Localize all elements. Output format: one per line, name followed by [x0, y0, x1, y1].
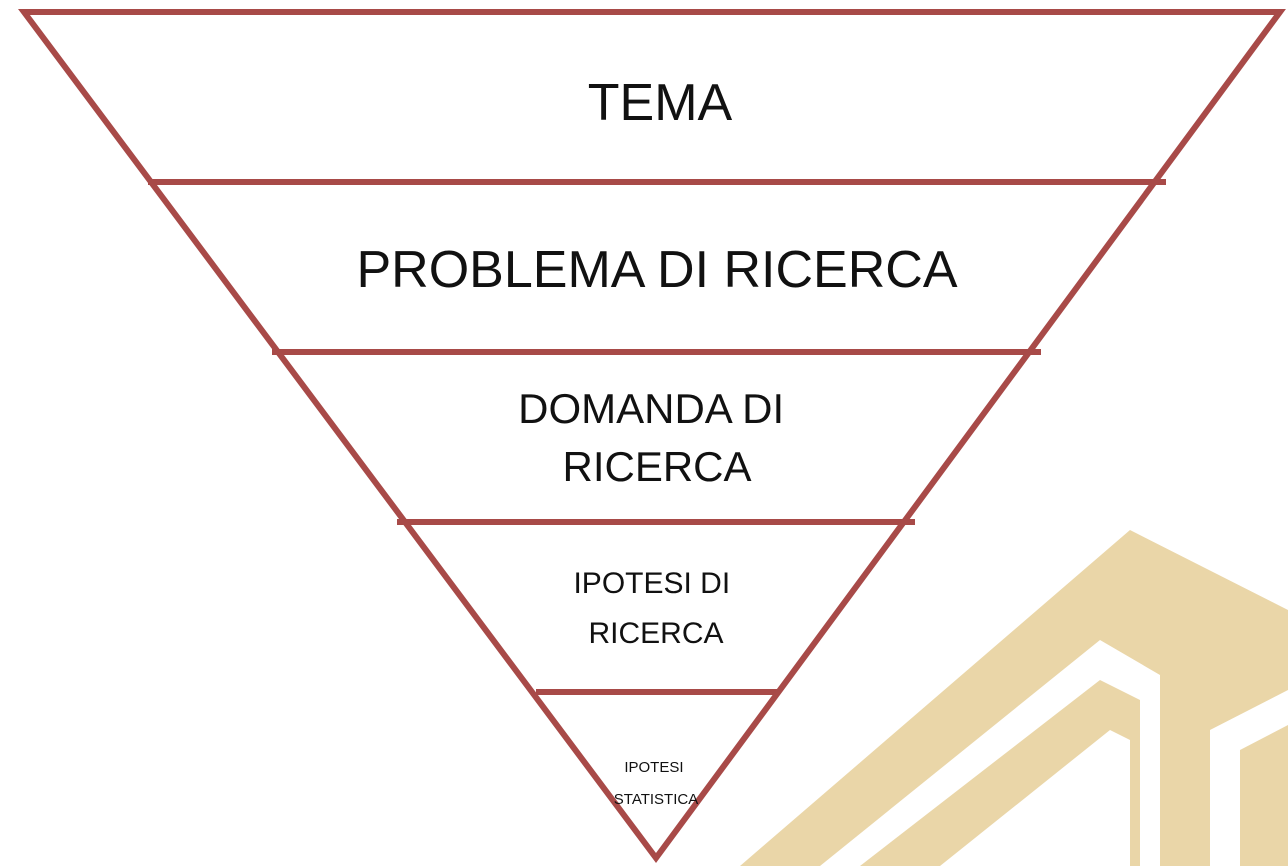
funnel-labels: TEMA PROBLEMA DI RICERCA DOMANDA DI RICE… — [356, 74, 957, 808]
watermark-logo — [740, 530, 1288, 866]
level-problema-label: PROBLEMA DI RICERCA — [356, 241, 957, 299]
level-domanda-label: DOMANDA DI RICERCA — [518, 385, 796, 490]
watermark-shape-column-2 — [1240, 725, 1288, 866]
level-ipotesi-ricerca-label: IPOTESI DI RICERCA — [573, 567, 738, 650]
watermark-shape-white-2 — [940, 730, 1130, 866]
funnel-dividers — [148, 179, 1166, 695]
level-tema-label: TEMA — [588, 74, 733, 132]
level-ipotesi-statistica-label: IPOTESI STATISTICA — [614, 759, 698, 808]
funnel-outline — [18, 9, 1286, 864]
